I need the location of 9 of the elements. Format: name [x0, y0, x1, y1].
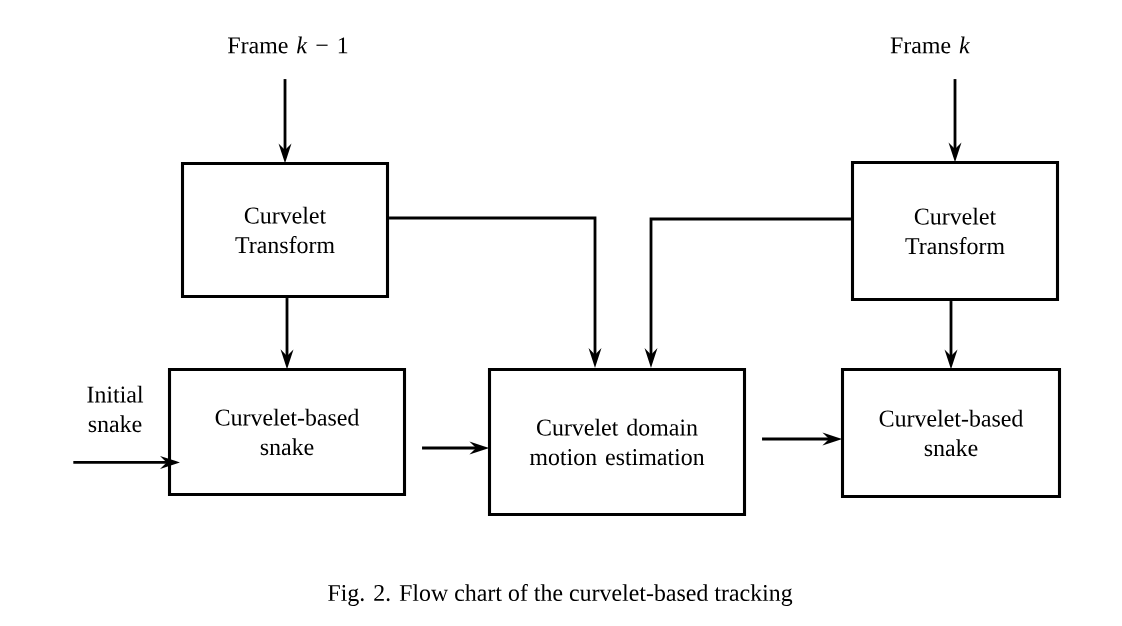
process-box: Curvelet-based snake: [167, 367, 407, 497]
process-box: Curvelet domain motion estimation: [487, 367, 747, 517]
input-label: Frame k: [890, 36, 970, 54]
caption: Fig. 2. Flow chart of the curvelet-based tracking: [328, 584, 793, 606]
process-box: Curvelet Transform: [180, 161, 390, 299]
input-label: Frame k − 1: [228, 36, 348, 54]
process-box: Curvelet-based snake: [840, 367, 1062, 499]
input-label: Initial snake: [87, 385, 144, 433]
process-box: Curvelet Transform: [850, 160, 1060, 302]
